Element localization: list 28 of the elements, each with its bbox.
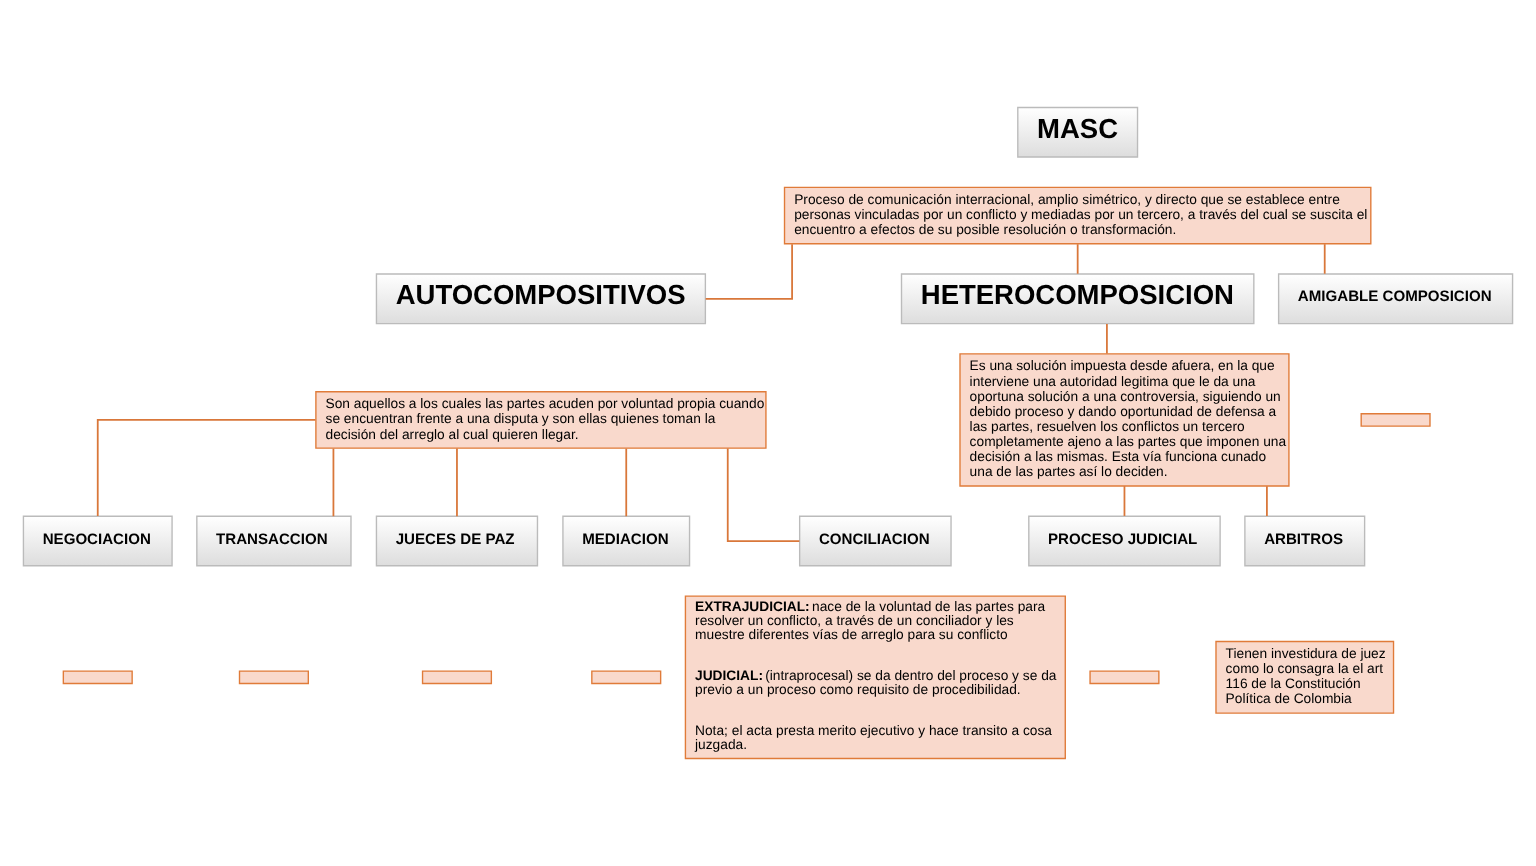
node-box: NEGOCIACION [22,515,173,567]
node-box: HETEROCOMPOSICION [900,273,1255,325]
connector [456,447,458,518]
connector [1106,323,1108,355]
node-box [238,670,309,685]
connector [704,243,793,300]
connector [1076,243,1079,275]
connector [332,447,335,518]
node-box: PROCESO JUDICIAL [1028,515,1221,567]
node-box [62,670,133,685]
node-box: CONCILIACION [798,515,952,567]
connector [726,447,801,542]
node-box: TRANSACCION [196,515,352,567]
connector [1123,485,1126,517]
connector [1323,243,1326,275]
node-box: MASC [1017,106,1139,158]
connector [96,419,317,517]
node-box [1360,413,1431,427]
node-box [1089,670,1160,685]
node-box: MEDIACION [562,515,691,567]
node-box: JUECES DE PAZ [375,515,539,567]
node-box: AUTOCOMPOSITIVOS [375,273,707,325]
node-box [421,670,493,685]
node-box: ARBITROS [1244,515,1366,567]
node-box: AMIGABLE COMPOSICION [1277,273,1514,325]
node-box [591,670,662,685]
connector [625,447,628,518]
connector [1266,485,1268,517]
